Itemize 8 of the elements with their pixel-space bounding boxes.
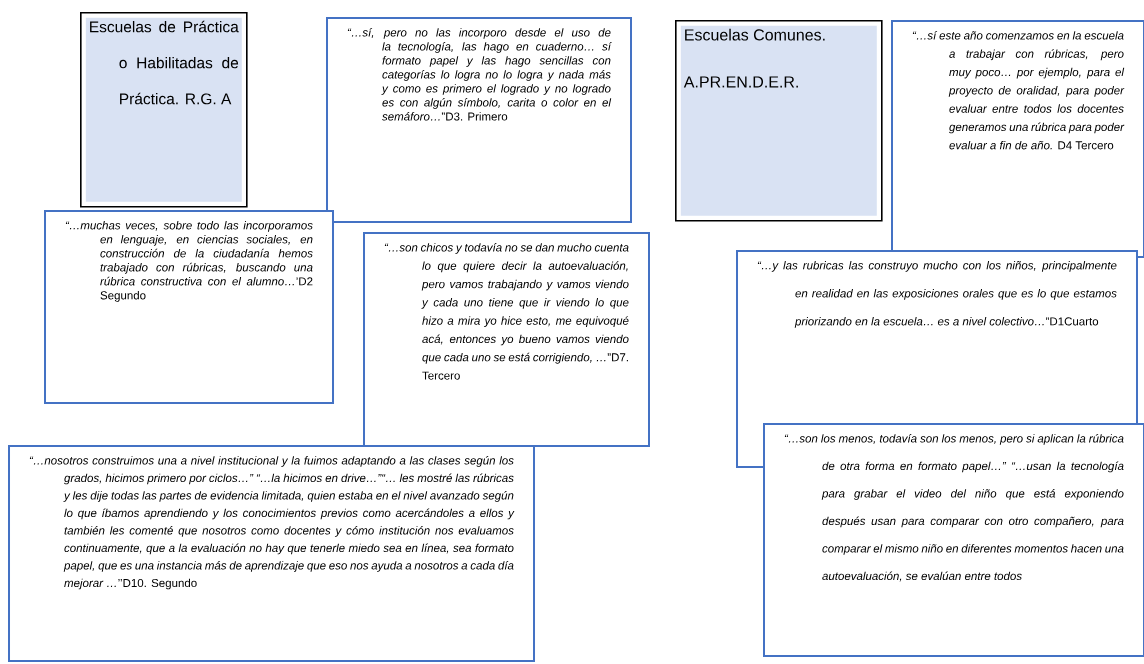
heading-box: Escuelas Comunes. A.PR.EN.D.E.R. xyxy=(675,20,883,222)
quote-box: “…son chicos y todavía no se dan mucho cuenta lo que quiere decir la autoevaluación, pero vamos trabajando y vamos viendo y cada uno tiene que ir viendo lo que hizo a mira yo hice esto, me equivoqué acá, entonces yo bueno vamos viendo que cada uno se está corrigiendo, …”D7. Tercero xyxy=(363,232,650,447)
quote-box: “…muchas veces, sobre todo las incorporamos en lenguaje, en ciencias sociales, en construcción de la ciudadanía hemos trabajado con rúbricas, buscando una rúbrica constructiva con el alumno…’D2 Segundo xyxy=(44,210,334,404)
quote-box: “…sí este año comenzamos en la escuela a trabajar con rúbricas, pero muy poco… por ejemplo, para el proyecto de oralidad, para poder evaluar entre todos los docentes generamos una rúbrica para poder evaluar a fin de año. D4 Tercero xyxy=(891,20,1144,258)
quote-box: “…sí, pero no las incorporo desde el uso de la tecnología, las hago en cuaderno… sí formato papel y las hago sencillas con categorías lo logra no lo logra y nada más y como es primero el logrado y no logrado es con algún símbolo, carita o color en el semáforo…”D3. Primero xyxy=(326,17,632,223)
quote-box: “…son los menos, todavía son los menos, pero si aplican la rúbrica de otra forma en formato papel…” “…usan la tecnología para grabar el video del niño que está exponiendo después usan para comparar con otro compañero, para comparar el mismo niño en diferentes momentos hacen una autoevaluación, se evalúan entre todos xyxy=(763,423,1144,657)
quote-box: “…nosotros construimos una a nivel institucional y la fuimos adaptando a las clases según los grados, hicimos primero por ciclos…” “…la hicimos en drive…”“… les mostré las rúbricas y les dije todas las partes de evidencia limitada, quien estaba en el nivel avanzado según lo que íbamos aprendiendo y los conocimientos previos como acercándoles a ellos y también les comenté que nosotros como docentes y cómo institución nos evaluamos continuamente, que a la evaluación no hay que tenerle miedo sea en línea, sea formato papel, que es una instancia más de aprendizaje que eso nos ayuda a nosotros a cada día mejorar …’’D10. Segundo xyxy=(8,445,535,662)
heading-box: Escuelas de Práctica o Habilitadas de Práctica. R.G. A xyxy=(80,12,248,208)
